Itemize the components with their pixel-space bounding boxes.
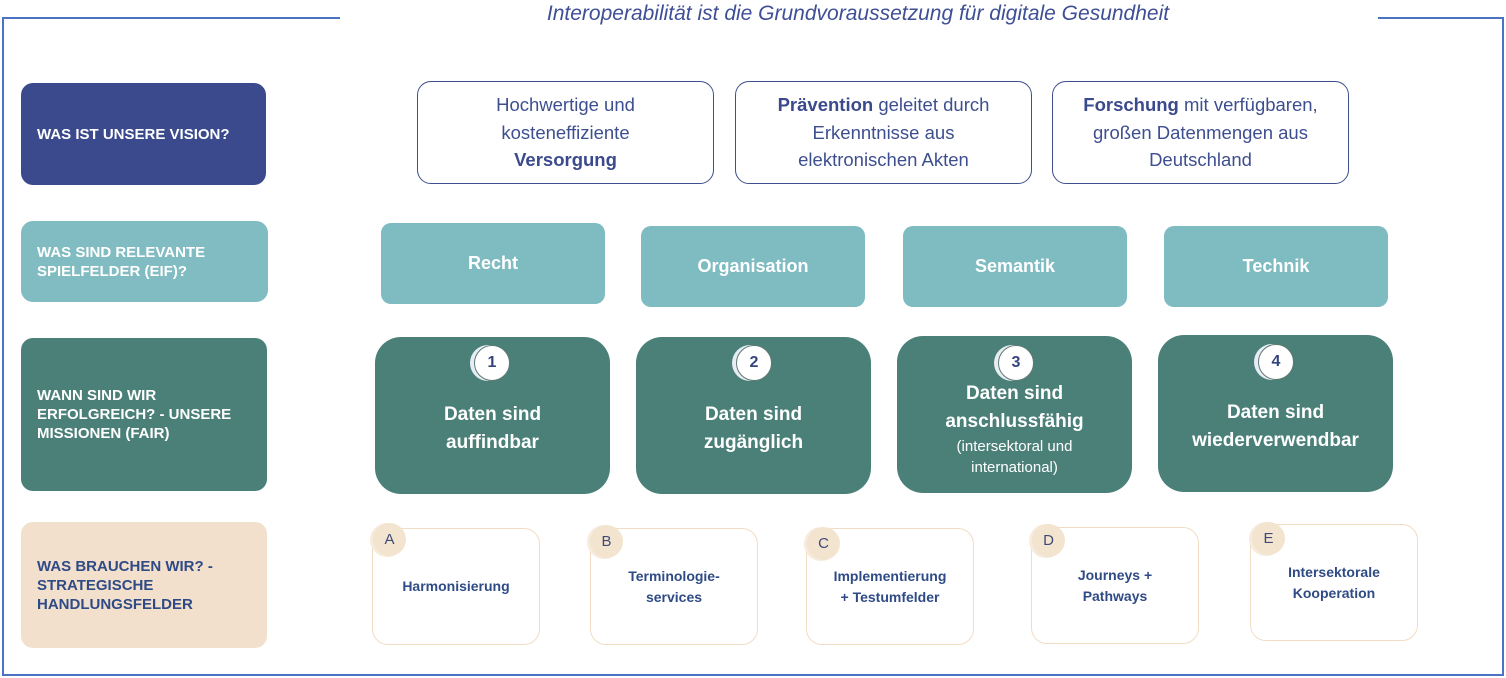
field-box-organisation: Organisation bbox=[641, 226, 865, 307]
action-text: Intersektorale bbox=[1288, 563, 1380, 580]
vision-box-praevention: Prävention geleitet durch Erkenntnisse a… bbox=[735, 81, 1032, 184]
field-box-recht: Recht bbox=[381, 223, 605, 304]
field-box-technik: Technik bbox=[1164, 226, 1388, 307]
frame-top-left bbox=[2, 17, 340, 19]
vision-keyword: Prävention bbox=[777, 94, 874, 116]
vision-text: Deutschland bbox=[1149, 149, 1252, 171]
number-badge-label: 4 bbox=[1258, 344, 1294, 380]
letter-badge-e: E bbox=[1249, 522, 1285, 558]
mission-text: wiederverwendbar bbox=[1192, 430, 1359, 451]
mission-text: Daten sind bbox=[704, 404, 803, 425]
letter-badge-label: E bbox=[1252, 522, 1285, 555]
mission-text: anschlussfähig bbox=[945, 411, 1084, 432]
letter-badge-label: D bbox=[1032, 524, 1065, 557]
mission-text: auffindbar bbox=[446, 432, 539, 453]
action-text: + Testumfelder bbox=[840, 588, 940, 605]
action-text: Harmonisierung bbox=[402, 578, 510, 594]
mission-text: Daten sind bbox=[443, 404, 542, 425]
number-badge-label: 2 bbox=[736, 345, 772, 381]
letter-badge-label: C bbox=[807, 527, 840, 560]
mission-subtext: international) bbox=[971, 459, 1058, 476]
row-label-missions: WANN SIND WIR ERFOLGREICH? - UNSERE MISS… bbox=[21, 338, 267, 491]
vision-text: geleitet durch bbox=[873, 94, 990, 116]
vision-box-forschung: Forschung mit verfügbaren, großen Datenm… bbox=[1052, 81, 1349, 184]
vision-text: Erkenntnisse aus bbox=[812, 121, 955, 143]
frame-left bbox=[2, 17, 4, 676]
action-text: services bbox=[645, 588, 703, 605]
letter-badge-label: B bbox=[590, 525, 623, 558]
number-badge-4: 4 bbox=[1254, 344, 1294, 384]
mission-box-zugaenglich: Daten sind zugänglich bbox=[636, 337, 871, 494]
row-label-fields: WAS SIND RELEVANTE SPIELFELDER (EIF)? bbox=[21, 221, 268, 302]
vision-keyword: Forschung bbox=[1083, 94, 1179, 116]
mission-text: Daten sind bbox=[1226, 402, 1325, 423]
vision-box-versorgung: Hochwertige und kosteneffiziente Versorg… bbox=[417, 81, 714, 184]
letter-badge-a: A bbox=[370, 523, 406, 559]
vision-text: kosteneffiziente bbox=[501, 121, 630, 143]
number-badge-3: 3 bbox=[994, 345, 1034, 385]
vision-text: elektronischen Akten bbox=[798, 149, 969, 171]
number-badge-1: 1 bbox=[470, 345, 510, 385]
vision-keyword: Versorgung bbox=[514, 149, 617, 171]
action-text: Journeys + bbox=[1077, 566, 1153, 583]
mission-text: Daten sind bbox=[965, 383, 1064, 404]
number-badge-2: 2 bbox=[732, 345, 772, 385]
frame-bottom bbox=[2, 674, 1504, 676]
number-badge-label: 1 bbox=[474, 345, 510, 381]
number-badge-label: 3 bbox=[998, 345, 1034, 381]
row-label-actions: WAS BRAUCHEN WIR? - STRATEGISCHE HANDLUN… bbox=[21, 522, 267, 648]
action-text: Terminologie- bbox=[628, 567, 720, 584]
letter-badge-c: C bbox=[804, 527, 840, 563]
row-label-vision: WAS IST UNSERE VISION? bbox=[21, 83, 266, 185]
frame-right bbox=[1502, 17, 1504, 676]
mission-subtext: (intersektoral und bbox=[956, 438, 1073, 455]
frame-top-right bbox=[1378, 17, 1504, 19]
action-text: Kooperation bbox=[1292, 584, 1376, 601]
letter-badge-label: A bbox=[373, 523, 406, 556]
action-text: Pathways bbox=[1082, 587, 1148, 604]
vision-text: mit verfügbaren, bbox=[1178, 94, 1318, 116]
mission-text: zugänglich bbox=[703, 432, 804, 453]
action-box-implementierung: Implementierung + Testumfelder bbox=[806, 528, 974, 645]
letter-badge-d: D bbox=[1029, 524, 1065, 560]
vision-text: Hochwertige und bbox=[496, 94, 635, 116]
vision-text: großen Datenmengen aus bbox=[1093, 121, 1308, 143]
action-box-journeys: Journeys + Pathways bbox=[1031, 527, 1199, 644]
letter-badge-b: B bbox=[587, 525, 623, 561]
field-box-semantik: Semantik bbox=[903, 226, 1127, 307]
action-text: Implementierung bbox=[833, 567, 947, 584]
diagram-title: Interoperabilität ist die Grundvorausset… bbox=[546, 2, 1170, 25]
